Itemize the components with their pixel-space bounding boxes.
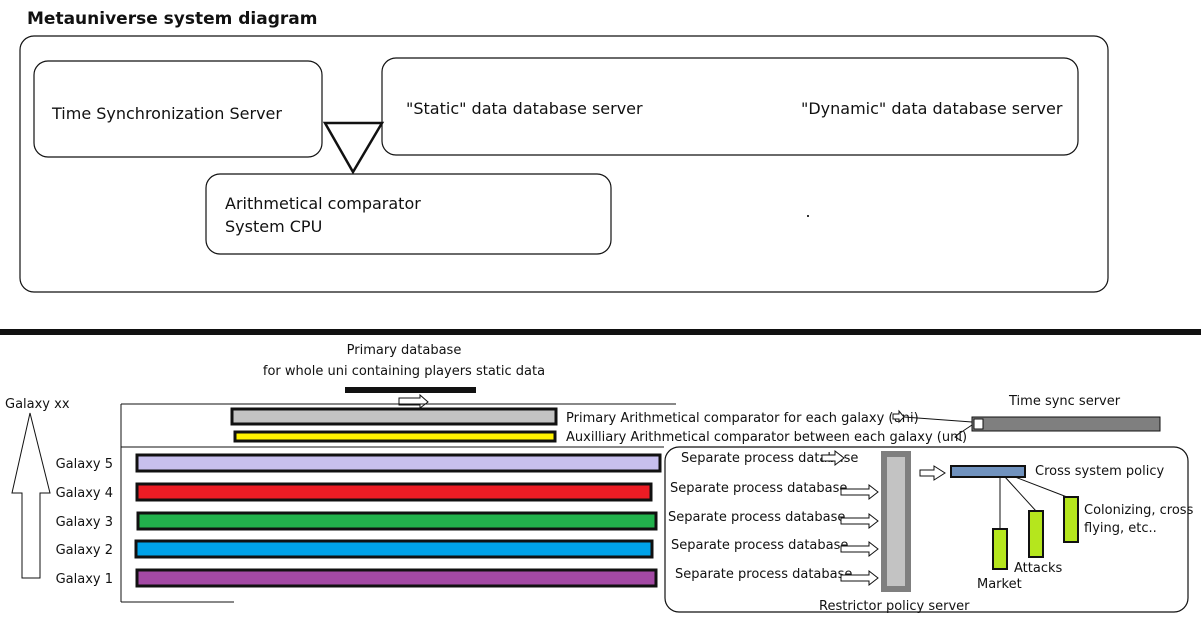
galaxy-label: Galaxy 3 [56, 515, 113, 530]
galaxy-bar [136, 511, 658, 531]
aux-sync-arrowhead-icon [954, 430, 963, 442]
cross-policy-bar [950, 465, 1026, 478]
policy-attacks-link [1004, 476, 1037, 512]
galaxy-label: Galaxy 1 [56, 572, 113, 587]
time-sync-server-bar [971, 416, 1161, 432]
db-to-restrictor-arrow-icon [840, 512, 879, 530]
colonizing-policy-bar [1063, 496, 1079, 543]
primary-sync-link [903, 416, 973, 423]
primary-db-bar [345, 387, 476, 393]
static-db-label: "Static" data database server [406, 99, 643, 118]
primary-comparator-bar [230, 407, 558, 426]
section-divider [0, 329, 1201, 335]
galaxy-growth-arrow-icon [11, 412, 51, 579]
separate-process-db-label: Separate process database [671, 538, 848, 553]
comparator-label-line2: System CPU [225, 217, 322, 236]
separate-process-db-label: Separate process database [681, 451, 858, 466]
galaxy-bar [135, 453, 662, 473]
primary-db-arrow-icon [398, 393, 429, 409]
metauniverse-container [19, 35, 1109, 293]
diagram-title: Metauniverse system diagram [27, 9, 317, 29]
galaxy-xx-label: Galaxy xx [5, 397, 70, 412]
separate-process-db-label: Separate process database [670, 481, 847, 496]
database-servers-box [381, 57, 1079, 156]
market-label: Market [977, 577, 1022, 592]
colonizing-label-line2: flying, etc.. [1084, 521, 1157, 536]
separate-process-db-label: Separate process database [675, 567, 852, 582]
time-sync-server-label: Time sync server [1008, 394, 1121, 409]
galaxy-bar [134, 539, 654, 559]
comparator-box [205, 173, 612, 255]
merge-triangle-icon [322, 121, 385, 175]
aux-comparator-bar [233, 430, 557, 443]
galaxy-label: Galaxy 2 [56, 543, 113, 558]
primary-db-label-line2: for whole uni containing players static … [263, 364, 545, 379]
db-to-restrictor-arrow-icon [840, 483, 879, 501]
attacks-label: Attacks [1014, 561, 1063, 576]
aux-comparator-label: Auxilliary Arithmetical comparator betwe… [566, 430, 967, 445]
restrictor-policy-server-bar [881, 451, 911, 592]
policy-colonizing-link [1014, 476, 1068, 498]
restrictor-container [664, 446, 1189, 613]
db-to-restrictor-arrow-icon [840, 569, 879, 587]
colonizing-label-line1: Colonizing, cross [1084, 503, 1194, 518]
galaxy-label: Galaxy 4 [56, 486, 113, 501]
dynamic-db-label: "Dynamic" data database server [801, 99, 1063, 118]
separate-process-db-label: Separate process database [668, 510, 845, 525]
primary-db-label-line1: Primary database [347, 343, 462, 358]
time-sync-box [33, 60, 323, 158]
db-to-restrictor-arrow-icon [840, 540, 879, 558]
time-sync-label: Time Synchronization Server [51, 104, 282, 123]
time-sync-server-endcap [973, 418, 984, 430]
galaxy-bar [135, 568, 658, 588]
db-to-restrictor-arrow-icon [821, 449, 845, 467]
primary-comparator-label: Primary Arithmetical comparator for each… [566, 411, 919, 426]
cross-policy-label: Cross system policy [1035, 464, 1164, 479]
attacks-policy-bar [1028, 510, 1044, 558]
galaxy-bar [135, 482, 653, 502]
stray-dot [807, 215, 809, 217]
primary-to-sync-arrow-icon [892, 409, 905, 424]
restrictor-to-policy-arrow-icon [919, 465, 946, 481]
market-policy-bar [992, 528, 1008, 570]
comparator-label-line1: Arithmetical comparator [225, 194, 421, 213]
galaxy-label: Galaxy 5 [56, 457, 113, 472]
restrictor-label: Restrictor policy server [819, 599, 970, 614]
